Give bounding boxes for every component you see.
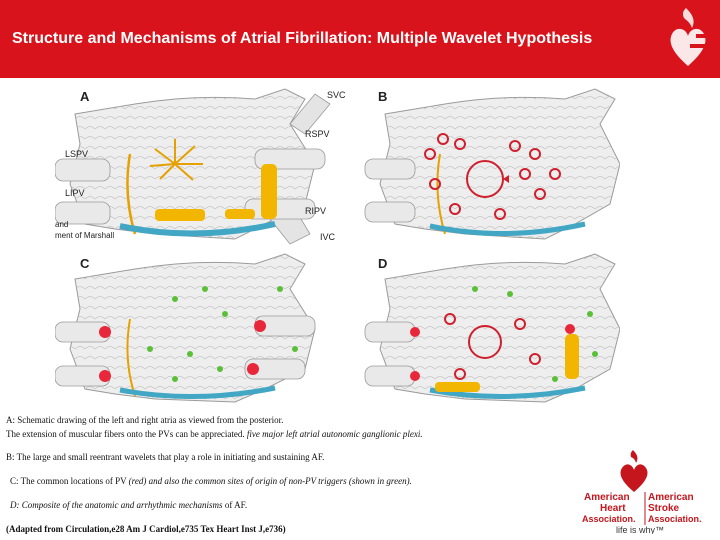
panel-c: C bbox=[55, 253, 316, 403]
caption-d: D: Composite of the anatomic and arrhyth… bbox=[10, 500, 247, 510]
pv-trigger-sites bbox=[99, 320, 266, 382]
logo-left-line3: Association. bbox=[582, 514, 636, 524]
title-banner: Structure and Mechanisms of Atrial Fibri… bbox=[0, 0, 720, 78]
caption-d-italic: D: Composite of the anatomic and arrhyth… bbox=[10, 500, 223, 510]
label-rspv: RSPV bbox=[305, 129, 330, 139]
caption-d-text: of AF. bbox=[224, 500, 248, 510]
caption-a-line1: A: Schematic drawing of the left and rig… bbox=[6, 415, 284, 425]
label-ivc: IVC bbox=[320, 232, 336, 242]
svc-vessel bbox=[289, 93, 331, 135]
rspv-vessel bbox=[254, 148, 326, 170]
panel-b: B bbox=[364, 88, 620, 240]
atrial-fibrillation-figure: A SVC RSPV LSPV LIPV RIPV IVC and ment o… bbox=[55, 88, 620, 403]
panel-a: A SVC RSPV LSPV LIPV RIPV IVC and ment o… bbox=[55, 88, 346, 245]
panel-label-b: B bbox=[378, 89, 387, 104]
non-pv-trigger-sites bbox=[147, 286, 298, 382]
label-svc: SVC bbox=[327, 90, 346, 100]
aha-asa-logo: American Heart Association. American Str… bbox=[582, 450, 702, 534]
coronary-sinus bbox=[119, 221, 276, 237]
caption-b: B: The large and small reentrant wavelet… bbox=[6, 452, 325, 462]
logo-left-line2: Heart bbox=[600, 503, 626, 514]
lspv-vessel bbox=[55, 158, 111, 182]
logo-right-line2: Stroke bbox=[648, 503, 680, 514]
caption-c-text: C: The common locations of PV bbox=[10, 476, 127, 486]
lipv-vessel bbox=[55, 201, 111, 225]
caption-a-line2: The extension of muscular fibers onto th… bbox=[6, 429, 423, 439]
logo-right-line3: Association. bbox=[648, 514, 702, 524]
panel-label-d: D bbox=[378, 256, 387, 271]
panel-label-c: C bbox=[80, 256, 90, 271]
slide-title: Structure and Mechanisms of Atrial Fibri… bbox=[12, 30, 593, 47]
label-lipv: LIPV bbox=[65, 188, 85, 198]
label-marshall-line1: and bbox=[55, 220, 68, 229]
caption-c-italic: (red) and also the common sites of origi… bbox=[128, 476, 412, 486]
heart-torch-icon bbox=[620, 450, 648, 492]
ganglionic-plexus-right bbox=[261, 164, 277, 219]
label-ripv: RIPV bbox=[305, 206, 326, 216]
panel-d: D bbox=[364, 253, 620, 403]
logo-tagline: life is why™ bbox=[616, 525, 664, 534]
ganglionic-plexus-inferior-right bbox=[225, 209, 255, 219]
logo-left-line1: American bbox=[584, 492, 630, 503]
caption-a-line2-italic: five major left atrial autonomic ganglio… bbox=[246, 429, 423, 439]
ganglionic-plexus-inferior-left bbox=[155, 209, 205, 221]
heart-torch-logo-icon bbox=[670, 8, 706, 66]
logo-right-line1: American bbox=[648, 492, 694, 503]
ganglionic-plexus-cluster bbox=[149, 139, 203, 181]
source-citation: (Adapted from Circulation,e28 Am J Cardi… bbox=[6, 524, 286, 534]
caption-c: C: The common locations of PV (red) and … bbox=[10, 476, 412, 486]
label-lspv: LSPV bbox=[65, 149, 88, 159]
reentrant-wavelets bbox=[424, 133, 561, 220]
panel-label-a: A bbox=[80, 89, 90, 104]
caption-a-line2-text: The extension of muscular fibers onto th… bbox=[6, 429, 245, 439]
label-marshall-line2: ment of Marshall bbox=[55, 231, 114, 240]
